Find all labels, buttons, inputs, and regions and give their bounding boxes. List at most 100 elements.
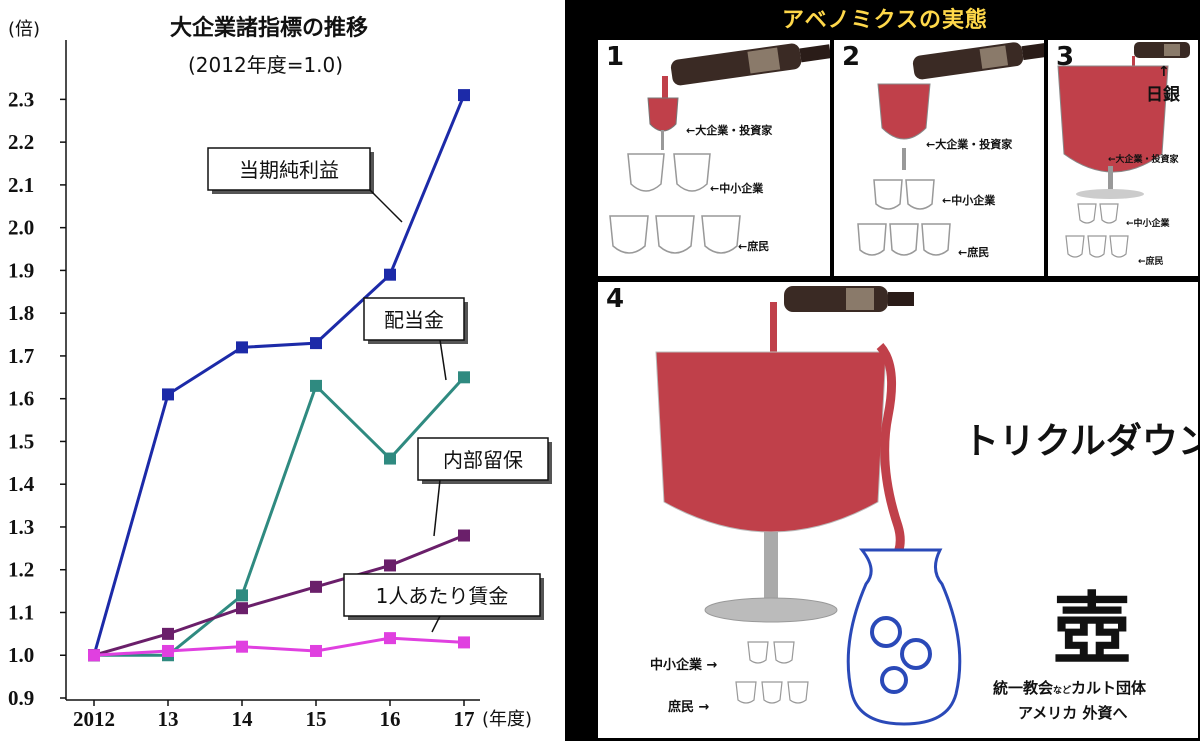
label-big-business: ←大企業・投資家 — [926, 138, 1013, 151]
y-tick-label: 1.5 — [8, 429, 34, 453]
cartoon-panel-1: 1 ←大企業・投資家 ←中小企業 ←庶民 — [598, 40, 830, 276]
pot-kanji: 壺 — [1053, 585, 1132, 675]
y-axis-label: (倍) — [8, 19, 40, 40]
trickle-down-text: トリクルダウン — [963, 421, 1198, 462]
label-people-right: 庶民 → — [668, 700, 710, 715]
line-chart: 大企業諸指標の推移 (2012年度=1.0) (倍) (年度) 0.9 1.0 1.… — [8, 15, 552, 731]
label-sme: ←中小企業 — [1126, 219, 1170, 229]
data-point — [162, 388, 174, 401]
arrow-right-1: → — [802, 137, 831, 177]
y-tick-label: 1.8 — [8, 301, 34, 325]
label-sme: ←中小企業 — [942, 194, 996, 207]
data-point — [236, 589, 248, 602]
y-tick-label: 1.1 — [8, 600, 34, 624]
data-point — [236, 602, 248, 615]
y-tick-label: 0.9 — [8, 686, 34, 710]
data-point — [236, 640, 248, 653]
chart-title: 大企業諸指標の推移 — [170, 15, 368, 41]
y-tick-label: 2.0 — [8, 216, 34, 240]
label-people: ←庶民 — [1138, 257, 1164, 267]
data-point — [458, 371, 470, 384]
data-point — [162, 644, 174, 657]
y-ticks: 0.9 1.0 1.1 1.2 1.3 1.4 1.5 1.6 1.7 1.8 1.9 2.0 2.1 2… — [8, 87, 66, 710]
glass-pyramid-illustration — [1057, 42, 1190, 258]
data-point — [458, 89, 470, 102]
cartoon-panel-2: 2 ←大企業・投資家 ←中小企業 ←庶民 — [834, 40, 1044, 276]
panel-number: 1 — [606, 42, 625, 72]
panel-number: 3 — [1056, 42, 1075, 72]
callout-box — [363, 297, 465, 341]
label-big-business: ←大企業・投資家 — [1108, 155, 1179, 165]
callout-leader — [439, 339, 447, 381]
series-label: 1人あたり賃金 — [376, 584, 509, 608]
cult-line-2: アメリカ 外資へ — [1018, 704, 1128, 722]
y-tick-label: 1.6 — [8, 387, 34, 411]
data-point — [384, 559, 396, 572]
label-people: ←庶民 — [738, 240, 770, 253]
data-point — [384, 632, 396, 645]
cult-nado: など — [1053, 686, 1072, 696]
x-axis-label: (年度) — [482, 709, 532, 730]
callout-leader — [369, 189, 403, 223]
y-tick-label: 1.9 — [8, 258, 34, 282]
x-tick-label: 17 — [454, 707, 475, 731]
cartoon-panel-3: 3 ↑ 日銀 ←大企業・投資家 ←中小企業 ←庶民 — [1048, 40, 1198, 276]
label-sme: ←中小企業 — [710, 182, 764, 195]
chart-panel: 大企業諸指標の推移 (2012年度=1.0) (倍) (年度) 0.9 1.0 1.… — [0, 0, 565, 741]
overflowing-glass-illustration — [655, 286, 962, 726]
data-point — [88, 649, 100, 662]
label-sme-right: 中小企業 → — [650, 658, 718, 673]
y-tick-label: 1.4 — [8, 472, 35, 496]
callout-leader — [433, 479, 441, 537]
data-point — [384, 452, 396, 465]
data-point — [236, 341, 248, 354]
callout-leader — [431, 615, 441, 633]
data-point — [162, 627, 174, 640]
label-boj: 日銀 — [1146, 85, 1180, 105]
y-tick-label: 1.3 — [8, 515, 34, 539]
series-label: 当期純利益 — [239, 158, 339, 182]
label-big-business: ←大企業・投資家 — [686, 124, 773, 137]
y-tick-label: 2.3 — [8, 87, 34, 111]
x-tick-label: 14 — [232, 707, 254, 731]
cult-line-1: 統一教会などカルト団体 — [993, 677, 1146, 698]
series-line — [93, 636, 465, 657]
series-label: 配当金 — [384, 308, 444, 332]
glass-pyramid-illustration — [609, 43, 830, 254]
data-point — [384, 268, 396, 281]
cartoon-panel: アベノミクスの実態 1 ←大企業・投資家 ←中小企業 ←庶民 → — [570, 0, 1200, 741]
data-point — [310, 379, 322, 392]
y-tick-label: 1.2 — [8, 558, 34, 582]
series-lines — [88, 89, 470, 662]
y-tick-label: 1.0 — [8, 643, 34, 667]
glass-pyramid-illustration — [857, 42, 1044, 256]
x-tick-label: 15 — [306, 707, 327, 731]
cartoon-title: アベノミクスの実態 — [782, 8, 988, 33]
x-ticks: 2012 13 14 15 16 17 — [73, 700, 475, 731]
panel-number: 4 — [606, 284, 625, 314]
series-line — [93, 534, 465, 657]
boj-arrow-label: ↑ — [1158, 64, 1170, 80]
y-tick-label: 2.2 — [8, 130, 34, 154]
callout-box — [417, 437, 549, 481]
data-point — [310, 337, 322, 350]
chart-subtitle: (2012年度=1.0) — [188, 53, 343, 77]
data-point — [458, 636, 470, 649]
data-point — [310, 644, 322, 657]
cult-rest: カルト団体 — [1071, 679, 1147, 697]
x-tick-label: 2012 — [73, 707, 115, 731]
y-tick-label: 2.1 — [8, 173, 34, 197]
series-line — [92, 94, 466, 656]
x-tick-label: 13 — [158, 707, 179, 731]
data-point — [310, 580, 322, 593]
data-point — [458, 529, 470, 542]
cartoon-panel-4: 4 中小企業 → 庶民 → ト — [598, 282, 1198, 738]
x-tick-label: 16 — [380, 707, 401, 731]
callout-box — [207, 147, 371, 191]
y-tick-label: 1.7 — [8, 344, 34, 368]
label-people: ←庶民 — [958, 246, 990, 259]
series-label: 内部留保 — [443, 448, 523, 472]
cult-main: 統一教会 — [993, 679, 1054, 697]
series-line — [94, 376, 466, 657]
